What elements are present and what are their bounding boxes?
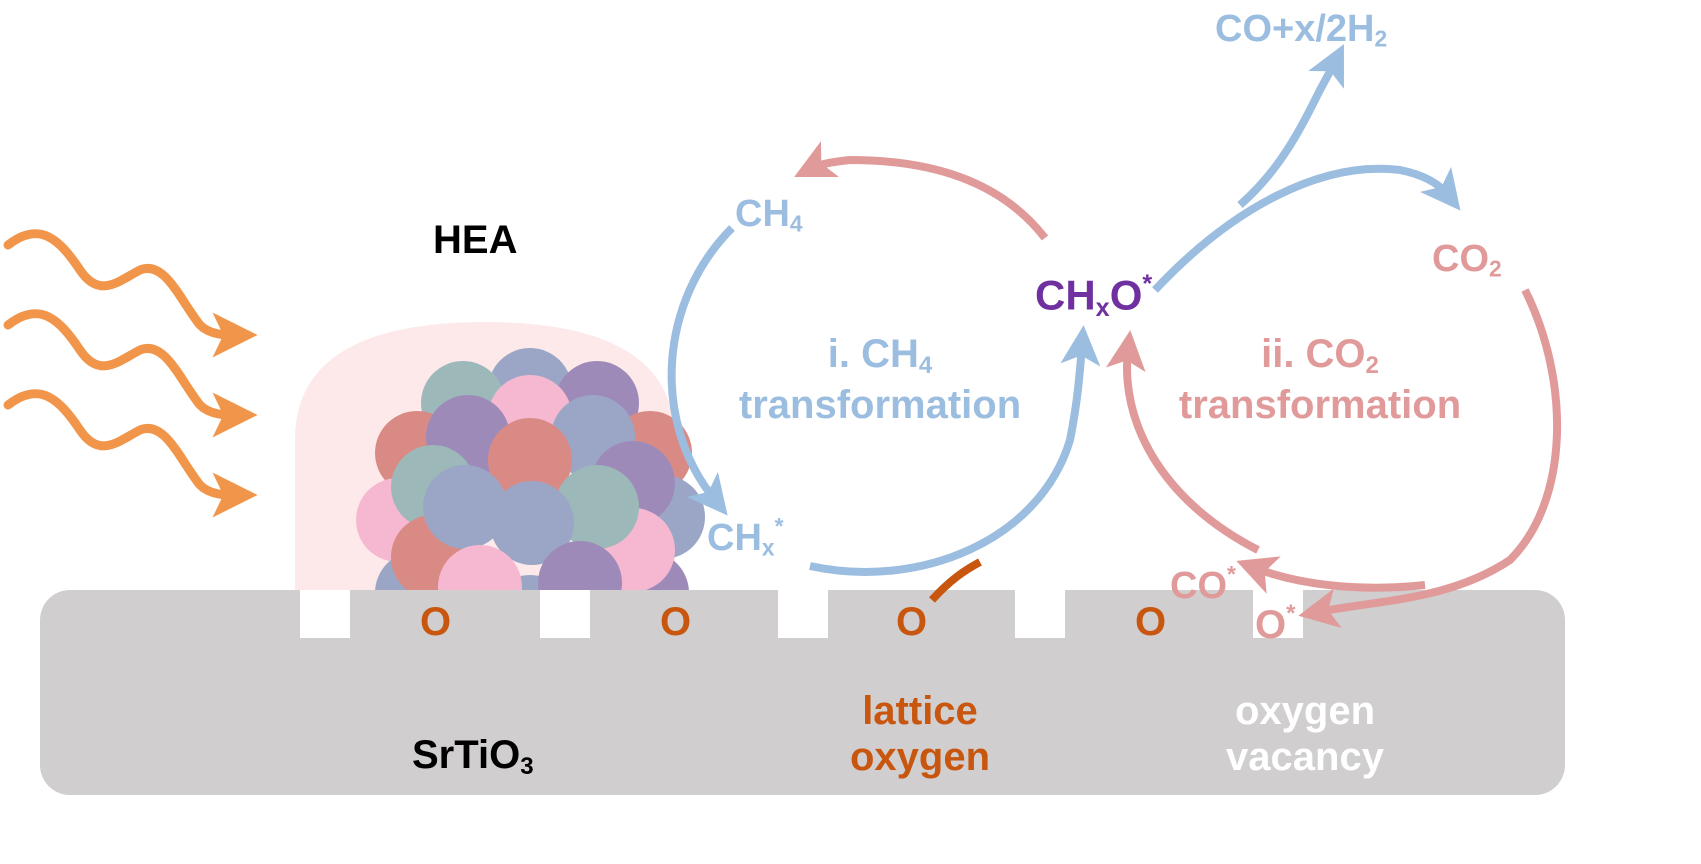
chx-main: CH (707, 516, 762, 559)
vacancy-line-1: oxygen (1234, 689, 1376, 733)
vacancy-site (1015, 588, 1065, 638)
arrow-co2-to-ostar (1298, 288, 1562, 628)
cycle2-a: ii. CO (1261, 332, 1366, 376)
surface-vacancies (300, 588, 1303, 638)
cycle1-line-1: i. CH4 (690, 330, 1070, 381)
arrow-chxo-to-co2 (1152, 164, 1461, 293)
atom (555, 465, 639, 549)
atom (490, 481, 574, 565)
arrow-to-syngas (1237, 44, 1344, 209)
arrow-costar-to-chxo (1105, 330, 1260, 554)
o-star-sup: * (1286, 600, 1296, 627)
vacancy-site (1253, 588, 1303, 638)
co2-label: CO2 (1432, 240, 1502, 280)
arrow-to-costar (1236, 556, 1426, 594)
atom (488, 418, 572, 502)
lattice-line-1: lattice (862, 689, 978, 733)
substrate-label-sub: 3 (520, 753, 534, 780)
vacancy-site (778, 588, 828, 638)
arrow-chxo-to-ch4 (794, 141, 1049, 241)
co-main: CO (1170, 564, 1227, 607)
light-wave-arrow (3, 229, 258, 358)
chxo-b: O (1109, 271, 1143, 319)
hea-label: HEA (433, 218, 518, 262)
atom (538, 541, 622, 590)
chxo-star-label: CHxO* (1035, 270, 1153, 322)
chxo-sub: x (1095, 293, 1110, 322)
ch4-cycle (667, 141, 1101, 603)
vacancy-line-2: vacancy (1226, 735, 1384, 779)
chx-sup: * (774, 513, 784, 539)
atom (423, 465, 507, 549)
ch4-label: CH4 (735, 195, 803, 235)
lattice-line-2: oxygen (849, 735, 991, 779)
lattice-oxygen-arrow (929, 558, 982, 603)
co-sup: * (1227, 561, 1236, 587)
product-sub: 2 (1374, 25, 1388, 52)
cycle2-sub: 2 (1365, 352, 1379, 379)
chxo-sup: * (1142, 270, 1153, 298)
lattice-o-label: O (420, 600, 452, 644)
hea-nanoparticle (356, 348, 705, 590)
light-wave-arrow (3, 389, 258, 518)
o-star-main: O (1255, 602, 1287, 647)
srtio3-substrate (40, 590, 1565, 795)
chx-sub: x (761, 534, 775, 561)
cycle1-sub: 4 (918, 352, 933, 379)
light-arrows (3, 229, 258, 518)
product-main: CO+x/2H (1215, 8, 1375, 50)
co2-main: CO (1432, 238, 1489, 280)
vacancy-site (540, 588, 590, 638)
arrow-chx-to-chxo (809, 325, 1101, 576)
chx-star-label: CHx* (707, 515, 783, 559)
vacancy-site (300, 588, 350, 638)
chxo-a: CH (1035, 271, 1096, 319)
ch4-main: CH (735, 193, 790, 235)
atom (438, 545, 522, 590)
cycle1-line-2: transformation (738, 382, 1022, 427)
substrate-label-main: SrTiO (412, 733, 521, 777)
cycle2-line-2: transformation (1178, 382, 1462, 427)
light-wave-arrow (3, 309, 258, 438)
cycle2-line-1: ii. CO2 (1130, 330, 1510, 381)
lattice-o-label: O (1135, 600, 1167, 644)
cycle1-a: i. CH (827, 332, 919, 376)
ch4-sub: 4 (789, 210, 803, 237)
co-star-label: CO* (1170, 563, 1236, 605)
co2-sub: 2 (1489, 255, 1502, 282)
lattice-o-label: O (660, 600, 692, 644)
substrate-label: SrTiO3 (412, 735, 534, 779)
arrow-ch4-to-chx (667, 225, 735, 516)
syngas-product-label: CO+x/2H2 (1215, 10, 1387, 50)
lattice-o-label: O (896, 600, 928, 644)
o-star-label: O* (1255, 602, 1295, 645)
co2-cycle (1105, 44, 1562, 628)
